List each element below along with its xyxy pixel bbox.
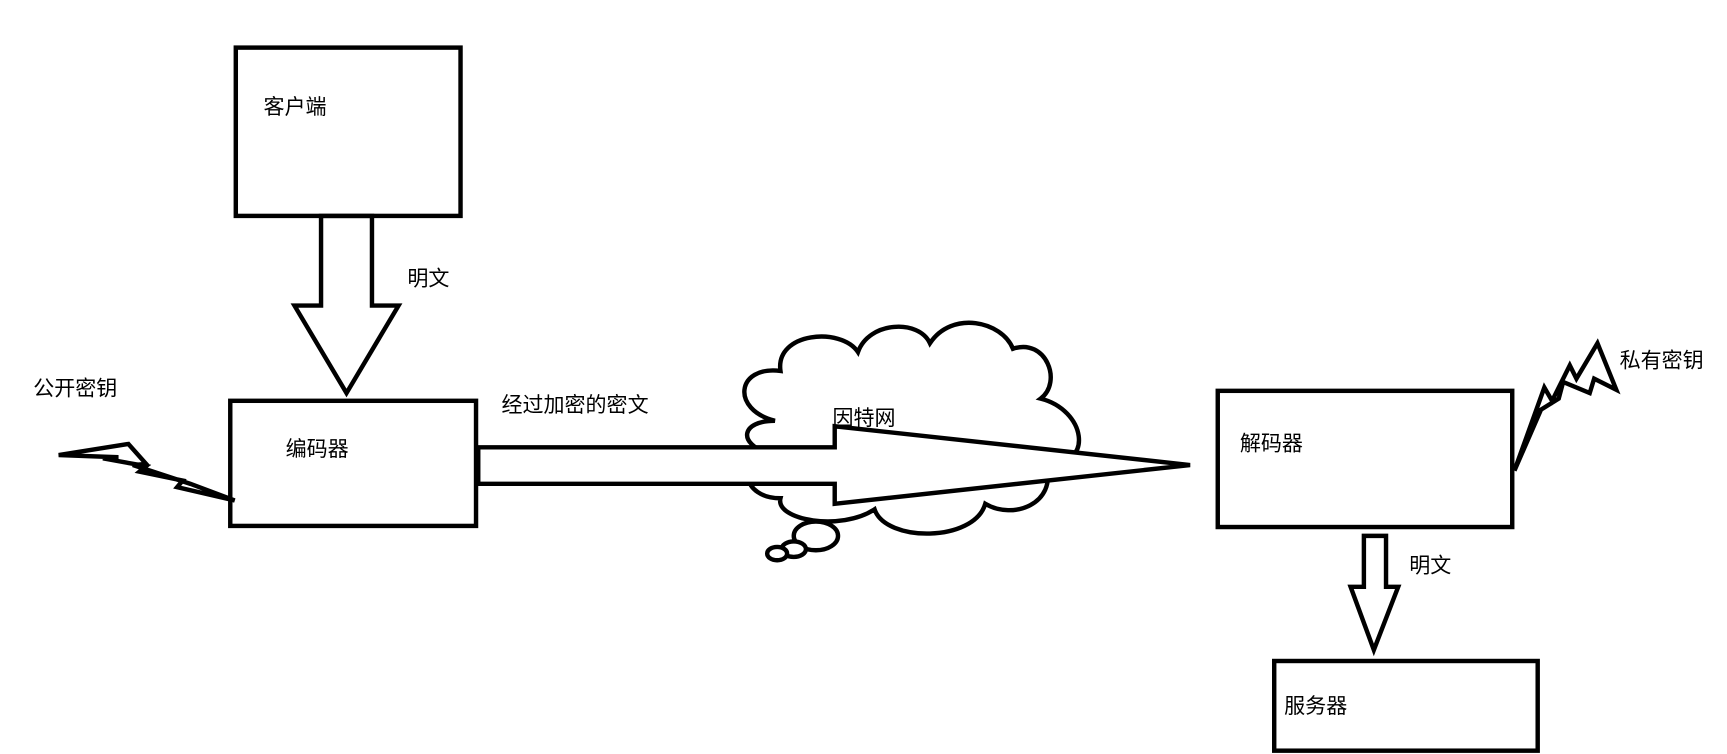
plaintext-label-bottom: 明文 <box>1409 552 1451 577</box>
server-label: 服务器 <box>1284 693 1347 718</box>
server-box <box>1272 658 1540 753</box>
client-box <box>233 45 463 219</box>
client-label: 客户端 <box>263 94 326 119</box>
encoder-box <box>228 398 479 529</box>
encoder-label: 编码器 <box>286 436 349 461</box>
public-key-lightning-icon <box>58 441 236 503</box>
ciphertext-label: 经过加密的密文 <box>501 392 648 417</box>
decoder-box <box>1215 388 1515 530</box>
private-key-label: 私有密钥 <box>1620 348 1704 373</box>
plaintext-arrow-down-bottom <box>1347 533 1402 657</box>
decoder-label: 解码器 <box>1240 431 1303 456</box>
private-key-lightning-icon <box>1512 338 1621 472</box>
public-key-label: 公开密钥 <box>33 375 117 400</box>
plaintext-arrow-down <box>290 213 403 398</box>
ciphertext-arrow <box>476 423 1191 507</box>
internet-label: 因特网 <box>833 405 896 430</box>
plaintext-label-top: 明文 <box>407 266 449 291</box>
